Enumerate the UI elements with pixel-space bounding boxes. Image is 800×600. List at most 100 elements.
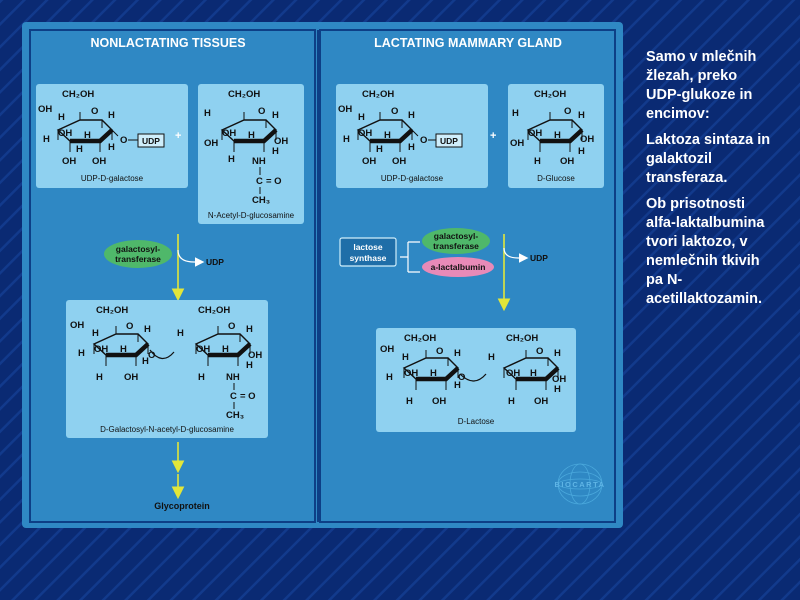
svg-text:OH: OH (222, 128, 236, 139)
svg-text:H: H (84, 130, 91, 141)
svg-text:OH: OH (92, 156, 106, 167)
svg-text:H: H (120, 344, 127, 355)
svg-text:H: H (204, 108, 211, 119)
svg-text:H: H (554, 130, 561, 141)
svg-text:H: H (358, 112, 365, 123)
right-panel (319, 29, 616, 523)
svg-text:H: H (578, 146, 585, 157)
side-paragraph-1: Samo v mlečnih žlezah, preko UDP-glukoze… (646, 49, 757, 122)
svg-text:O: O (91, 106, 98, 117)
svg-text:O: O (458, 372, 465, 383)
svg-text:H: H (578, 110, 585, 121)
svg-text:OH: OH (362, 156, 376, 167)
svg-text:H: H (177, 328, 184, 339)
svg-text:C: C (230, 391, 237, 402)
svg-text:H: H (78, 348, 85, 359)
svg-text:H: H (508, 396, 515, 407)
svg-text:OH: OH (560, 156, 574, 167)
svg-text:H: H (530, 368, 537, 379)
svg-text:H: H (58, 112, 65, 123)
svg-text:O: O (120, 135, 127, 146)
svg-text:H: H (512, 108, 519, 119)
svg-text:H: H (248, 130, 255, 141)
svg-text:galactosyl-: galactosyl- (434, 231, 479, 241)
udp-released-left: UDP (206, 257, 224, 267)
svg-text:OH: OH (58, 128, 72, 139)
svg-text:H: H (406, 396, 413, 407)
svg-text:CH₂OH: CH₂OH (506, 333, 538, 344)
svg-text:H: H (454, 348, 461, 359)
svg-text:OH: OH (38, 104, 52, 115)
svg-text:NH: NH (226, 372, 240, 383)
lactose-synthase-box (339, 237, 397, 267)
svg-text:O: O (391, 106, 398, 117)
svg-text:H: H (108, 142, 115, 153)
svg-text:CH₂OH: CH₂OH (228, 89, 260, 100)
svg-text:OH: OH (528, 128, 542, 139)
svg-text:OH: OH (506, 368, 520, 379)
right-panel-title: LACTATING MAMMARY GLAND (374, 36, 562, 50)
svg-text:OH: OH (380, 344, 394, 355)
svg-text:H: H (488, 352, 495, 363)
svg-text:H: H (454, 380, 461, 391)
udp-tag-left (137, 133, 165, 148)
svg-text:transferase: transferase (115, 254, 161, 264)
svg-text:O: O (126, 321, 133, 332)
svg-text:H: H (272, 110, 279, 121)
svg-text:CH₂OH: CH₂OH (198, 305, 230, 316)
svg-text:CH₂OH: CH₂OH (96, 305, 128, 316)
svg-text:H: H (384, 130, 391, 141)
svg-text:= O: = O (266, 176, 282, 187)
svg-text:H: H (76, 144, 83, 155)
svg-text:H: H (96, 372, 103, 383)
svg-text:H: H (198, 372, 205, 383)
svg-text:H: H (408, 142, 415, 153)
glycoprotein-label: Glycoprotein (154, 501, 210, 511)
svg-text:O: O (420, 135, 427, 146)
svg-text:CH₂OH: CH₂OH (62, 89, 94, 100)
svg-text:NH: NH (252, 156, 266, 167)
svg-text:CH₃: CH₃ (226, 410, 244, 421)
biochemistry-figure: NONLACTATING TISSUES LACTATING MAMMARY G… (22, 22, 623, 528)
caption-udp-galactose-right: UDP-D-galactose (381, 174, 444, 183)
svg-text:OH: OH (124, 372, 138, 383)
svg-text:OH: OH (534, 396, 548, 407)
svg-text:CH₂OH: CH₂OH (404, 333, 436, 344)
svg-text:H: H (246, 324, 253, 335)
svg-text:H: H (402, 352, 409, 363)
svg-text:H: H (272, 146, 279, 157)
left-panel (29, 29, 316, 523)
left-panel-title: NONLACTATING TISSUES (90, 36, 245, 50)
svg-text:H: H (376, 144, 383, 155)
svg-text:H: H (92, 328, 99, 339)
svg-text:C: C (256, 176, 263, 187)
svg-text:CH₃: CH₃ (252, 195, 270, 206)
svg-text:synthase: synthase (350, 253, 387, 263)
svg-text:galactosyl-: galactosyl- (116, 244, 161, 254)
glucose-box (508, 84, 604, 188)
svg-text:OH: OH (62, 156, 76, 167)
svg-text:CH₂OH: CH₂OH (362, 89, 394, 100)
svg-text:H: H (108, 110, 115, 121)
svg-text:H: H (142, 356, 149, 367)
svg-text:H: H (228, 154, 235, 165)
caption-udp-galactose-left: UDP-D-galactose (81, 174, 144, 183)
nacetyl-glucosamine-box (198, 84, 304, 224)
svg-text:OH: OH (358, 128, 372, 139)
side-text: Samo v mlečnih žlezah, preko UDP-glukoze… (646, 48, 776, 316)
udp-released-right: UDP (530, 253, 548, 263)
svg-text:O: O (536, 346, 543, 357)
svg-text:OH: OH (432, 396, 446, 407)
svg-text:OH: OH (94, 344, 108, 355)
svg-text:H: H (144, 324, 151, 335)
svg-text:+: + (490, 130, 496, 142)
svg-text:OH: OH (580, 134, 594, 145)
side-paragraph-3: Ob prisotnosti alfa-laktalbumina tvori l… (646, 196, 765, 307)
svg-text:+: + (175, 130, 181, 142)
svg-text:OH: OH (404, 368, 418, 379)
svg-text:CH₂OH: CH₂OH (534, 89, 566, 100)
svg-text:H: H (222, 344, 229, 355)
svg-text:O: O (436, 346, 443, 357)
svg-text:H: H (343, 134, 350, 145)
svg-text:OH: OH (196, 344, 210, 355)
